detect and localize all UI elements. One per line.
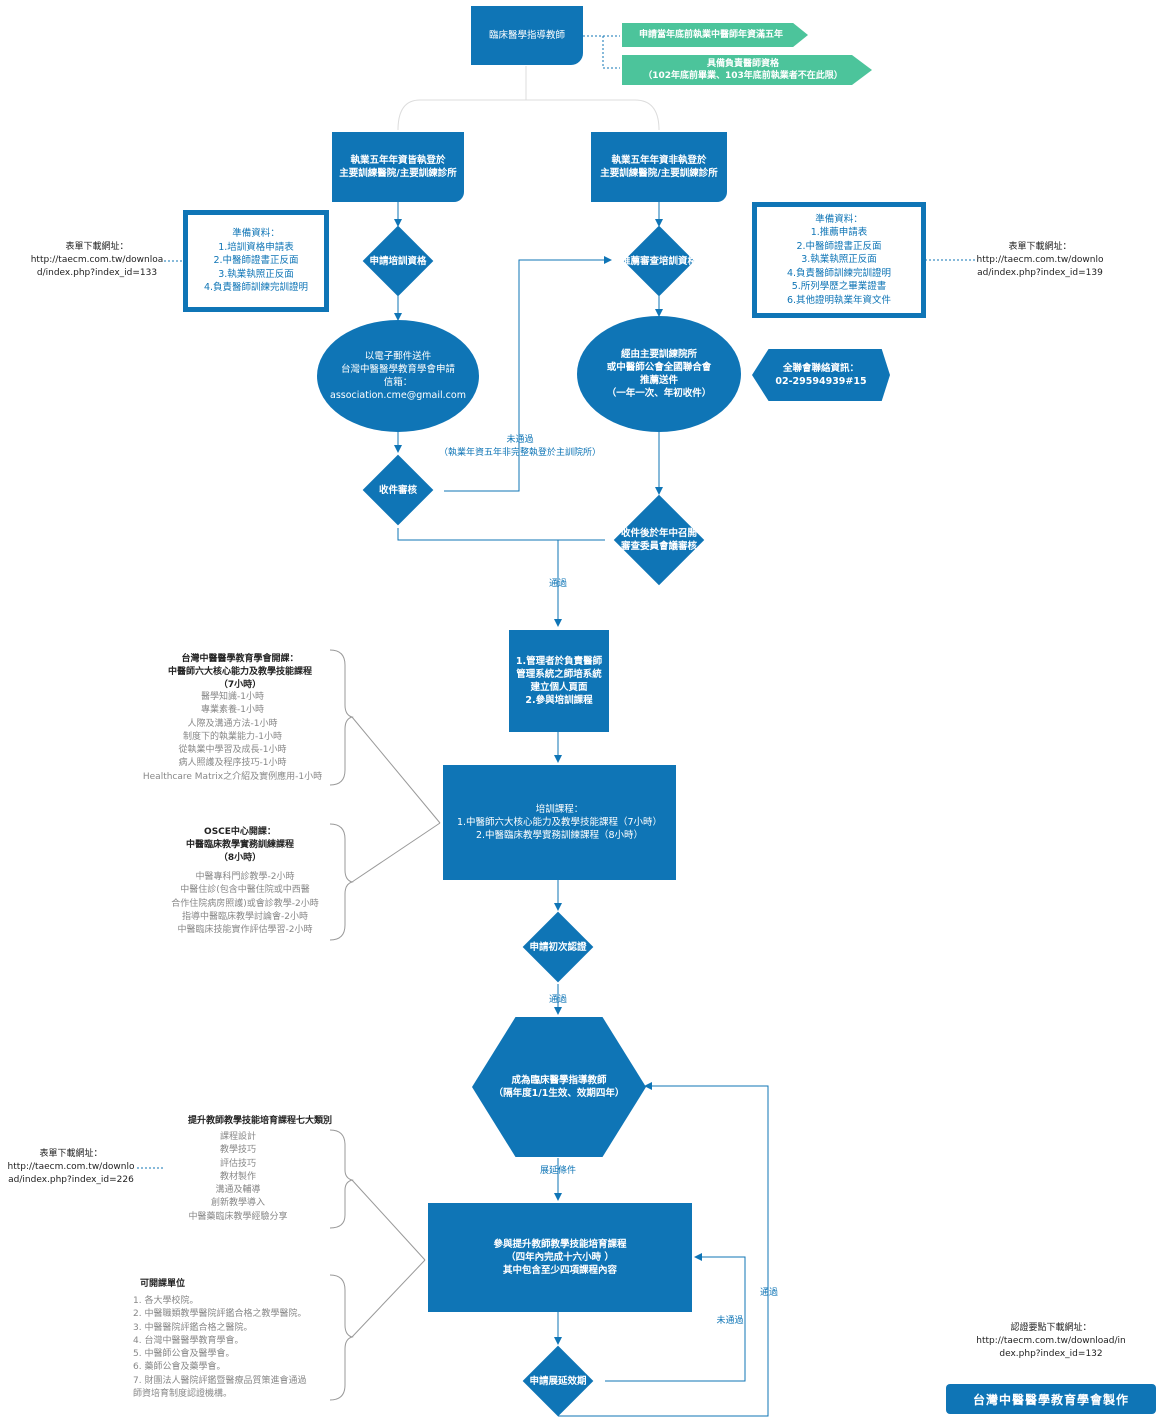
list-item: 3. 中醫醫院評鑑合格之醫院。 — [133, 1322, 253, 1333]
left-download-url[interactable]: 表單下載網址： http://taecm.com.tw/downloa d/in… — [30, 242, 164, 278]
not-passed-label: 未通過 — [716, 1316, 744, 1326]
core-course-list: 醫學知識-1小時 專業素養-1小時 人際及溝通方法-1小時 制度下的執業能力-1… — [130, 691, 335, 784]
become-teacher-hexagon: 成為臨床醫學指導教師 （隔年度1/1生效、效期四年） — [472, 1017, 646, 1157]
training-course-text: 培訓課程： 1.中醫師六大核心能力及教學技能課程（7小時） 2.中醫臨床教學實務… — [456, 804, 663, 841]
right-download-url[interactable]: 表單下載網址： http://taecm.com.tw/downlo ad/in… — [976, 242, 1104, 278]
requirement-years-tag: 申請當年底前執業中醫師年資滿五年 — [622, 23, 808, 47]
left-email-text: 以電子郵件送件 台灣中醫醫學教育學會申請 信箱： association.cme… — [330, 351, 466, 401]
list-item: 專業素養-1小時 — [201, 705, 264, 716]
continuing-course-text: 參與提升教師教學技能培育課程 （四年內完成十六小時 ） 其中包含至少四項課程內容 — [493, 1239, 627, 1276]
footer-badge: 台灣中醫醫學教育學會製作 — [946, 1384, 1156, 1414]
list-item: 1. 各大學校院。 — [133, 1296, 199, 1306]
pass-label-1: 通過 — [548, 579, 567, 589]
account-step-box: 1.管理者於負責醫師 管理系統之師培系統 建立個人頁面 2.參與培訓課程 — [509, 630, 609, 732]
right-prep-box: 準備資料： 1.推薦申請表 2.中醫師證書正反面 3.執業執照正反面 4.負責醫… — [752, 202, 926, 318]
list-item: 7. 財團法人醫院評鑑暨醫療品質策進會通過 — [133, 1375, 307, 1386]
left-branch-box: 執業五年年資皆執登於 主要訓練醫院/主要訓練診所 — [332, 132, 464, 202]
units-title: 可開課單位 — [140, 1279, 186, 1289]
list-item: 評估技巧 — [219, 1158, 256, 1169]
list-item: 人際及溝通方法-1小時 — [187, 718, 278, 729]
categories-title: 提升教師教學技能培育課程七大類別 — [187, 1116, 332, 1126]
list-item: 溝通及輔導 — [215, 1185, 261, 1196]
extend-text: 申請展延效期 — [529, 1375, 587, 1387]
pass-label-2: 通過 — [548, 995, 567, 1005]
right-send-text: 經由主要訓練院所 或中醫師公會全國聯合會 推薦送件 （一年一次、年初收件） — [606, 349, 712, 399]
contact-info-text: 全聯會聯絡資訊： 02-29594939#15 — [775, 363, 867, 387]
requirement-years-text: 申請當年底前執業中醫師年資滿五年 — [638, 30, 783, 40]
committee-review-diamond: 收件後於年中召開 審查委員會議審核 — [601, 494, 717, 586]
list-item: 病人照護及程序技巧-1小時 — [178, 758, 287, 769]
core-course-title: 台灣中醫醫學教育學會開課： 中醫師六大核心能力及教學技能課程 （7小時） — [167, 654, 312, 690]
list-item: 中醫臨床技能實作評估學習-2小時 — [177, 925, 313, 936]
first-cert-text: 申請初次認證 — [529, 941, 587, 953]
list-item: 教學技巧 — [219, 1145, 256, 1156]
list-item: 中醫藥臨床教學經驗分享 — [188, 1211, 288, 1222]
list-item: 醫學知識-1小時 — [201, 692, 264, 702]
list-item: 中醫專科門診教學-2小時 — [195, 872, 295, 882]
requirement-license-tag: 具備負責醫師資格 （102年底前畢業、103年底前執業者不在此限） — [622, 55, 872, 85]
account-step-text: 1.管理者於負責醫師 管理系統之師培系統 建立個人頁面 2.參與培訓課程 — [515, 656, 603, 706]
cert-download-url[interactable]: 認證要點下載網址： http://taecm.com.tw/download/i… — [976, 1323, 1126, 1359]
list-item: 指導中醫臨床教學討論會-2小時 — [182, 911, 308, 922]
list-item: 課程設計 — [219, 1132, 256, 1142]
right-apply-text: 推薦審查培訓資格 — [620, 255, 697, 267]
requirement-license-text: 具備負責醫師資格 （102年底前畢業、103年底前執業者不在此限） — [643, 59, 843, 81]
extend-diamond: 申請展延效期 — [510, 1345, 606, 1417]
list-item: 6. 藥師公會及藥學會。 — [133, 1362, 226, 1373]
continuing-course-box: 參與提升教師教學技能培育課程 （四年內完成十六小時 ） 其中包含至少四項課程內容 — [428, 1203, 692, 1312]
committee-review-text: 收件後於年中召開 審查委員會議審核 — [620, 528, 697, 552]
categories-download-url[interactable]: 表單下載網址： http://taecm.com.tw/downlo ad/in… — [7, 1149, 135, 1185]
list-item: 中醫住診(包含中醫住院或中西醫 — [180, 885, 310, 896]
list-item: Healthcare Matrix之介紹及實例應用-1小時 — [142, 771, 323, 782]
footer-text: 台灣中醫醫學教育學會製作 — [972, 1392, 1129, 1407]
right-prep-text: 準備資料： 1.推薦申請表 2.中醫師證書正反面 3.執業執照正反面 4.負責醫… — [786, 213, 892, 306]
units-list: 1. 各大學校院。 2. 中醫職類教學醫院評鑑合格之教學醫院。 3. 中醫醫院評… — [133, 1295, 333, 1401]
title-box: 臨床醫學指導教師 — [471, 6, 583, 65]
list-item: 4. 台灣中醫醫學教育學會。 — [133, 1335, 244, 1346]
right-branch-box: 執業五年年資非執登於 主要訓練醫院/主要訓練診所 — [591, 132, 727, 202]
left-review-diamond: 收件審核 — [350, 454, 446, 526]
osce-course-list: 中醫專科門診教學-2小時 中醫住診(包含中醫住院或中西醫 合作住院病房照護)或會… — [150, 871, 340, 937]
right-branch-text: 執業五年年資非執登於 主要訓練醫院/主要訓練診所 — [600, 155, 718, 179]
become-teacher-text: 成為臨床醫學指導教師 （隔年度1/1生效、效期四年） — [493, 1075, 625, 1099]
training-course-box: 培訓課程： 1.中醫師六大核心能力及教學技能課程（7小時） 2.中醫臨床教學實務… — [443, 765, 676, 880]
right-apply-diamond: 推薦審查培訓資格 — [606, 225, 712, 297]
pass-label-3: 通過 — [759, 1288, 778, 1298]
extend-condition-label: 展延條件 — [539, 1166, 576, 1176]
left-email-ellipse: 以電子郵件送件 台灣中醫醫學教育學會申請 信箱： association.cme… — [317, 320, 479, 432]
right-send-ellipse: 經由主要訓練院所 或中醫師公會全國聯合會 推薦送件 （一年一次、年初收件） — [577, 316, 741, 432]
contact-info-box: 全聯會聯絡資訊： 02-29594939#15 — [752, 349, 890, 401]
list-item: 合作住院病房照護)或會診教學-2小時 — [171, 898, 319, 909]
left-apply-text: 申請培訓資格 — [369, 255, 427, 267]
osce-course-title: OSCE中心開課： 中醫臨床教學實務訓練課程 （8小時） — [185, 827, 294, 863]
left-prep-box: 準備資料： 1.培訓資格申請表 2.中醫師證書正反面 3.執業執照正反面 4.負… — [183, 210, 329, 312]
list-item: 從執業中學習及成長-1小時 — [178, 745, 287, 756]
title-text: 臨床醫學指導教師 — [488, 30, 565, 41]
left-apply-diamond: 申請培訓資格 — [350, 225, 446, 297]
list-item: 2. 中醫職類教學醫院評鑑合格之教學醫院。 — [133, 1309, 307, 1320]
categories-list: 課程設計 教學技巧 評估技巧 教材製作 溝通及輔導 創新教學導入 中醫藥臨床教學… — [170, 1131, 306, 1224]
list-item: 教材製作 — [219, 1171, 256, 1182]
list-item: 制度下的執業能力-1小時 — [183, 731, 282, 742]
not-passed-long-label: 未通過 （執業年資五年非完整執登於主訓院所） — [438, 435, 601, 458]
list-item: 師資培育制度認證機構。 — [133, 1389, 233, 1400]
left-review-text: 收件審核 — [378, 484, 417, 496]
list-item: 5. 中醫師公會及醫學會。 — [133, 1349, 235, 1360]
left-prep-text: 準備資料： 1.培訓資格申請表 2.中醫師證書正反面 3.執業執照正反面 4.負… — [203, 228, 309, 294]
left-branch-text: 執業五年年資皆執登於 主要訓練醫院/主要訓練診所 — [339, 155, 457, 179]
list-item: 創新教學導入 — [210, 1198, 265, 1209]
first-cert-diamond: 申請初次認證 — [510, 911, 606, 983]
